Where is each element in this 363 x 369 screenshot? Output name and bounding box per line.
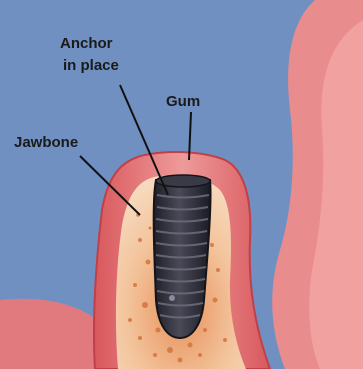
jawbone-label: Jawbone [14,134,78,151]
gum-label: Gum [166,93,200,110]
implant-anchor [154,175,211,338]
implant-highlight [169,295,175,301]
anchor-label-line2: in place [63,57,119,74]
anchor-label-line1: Anchor [60,35,113,52]
